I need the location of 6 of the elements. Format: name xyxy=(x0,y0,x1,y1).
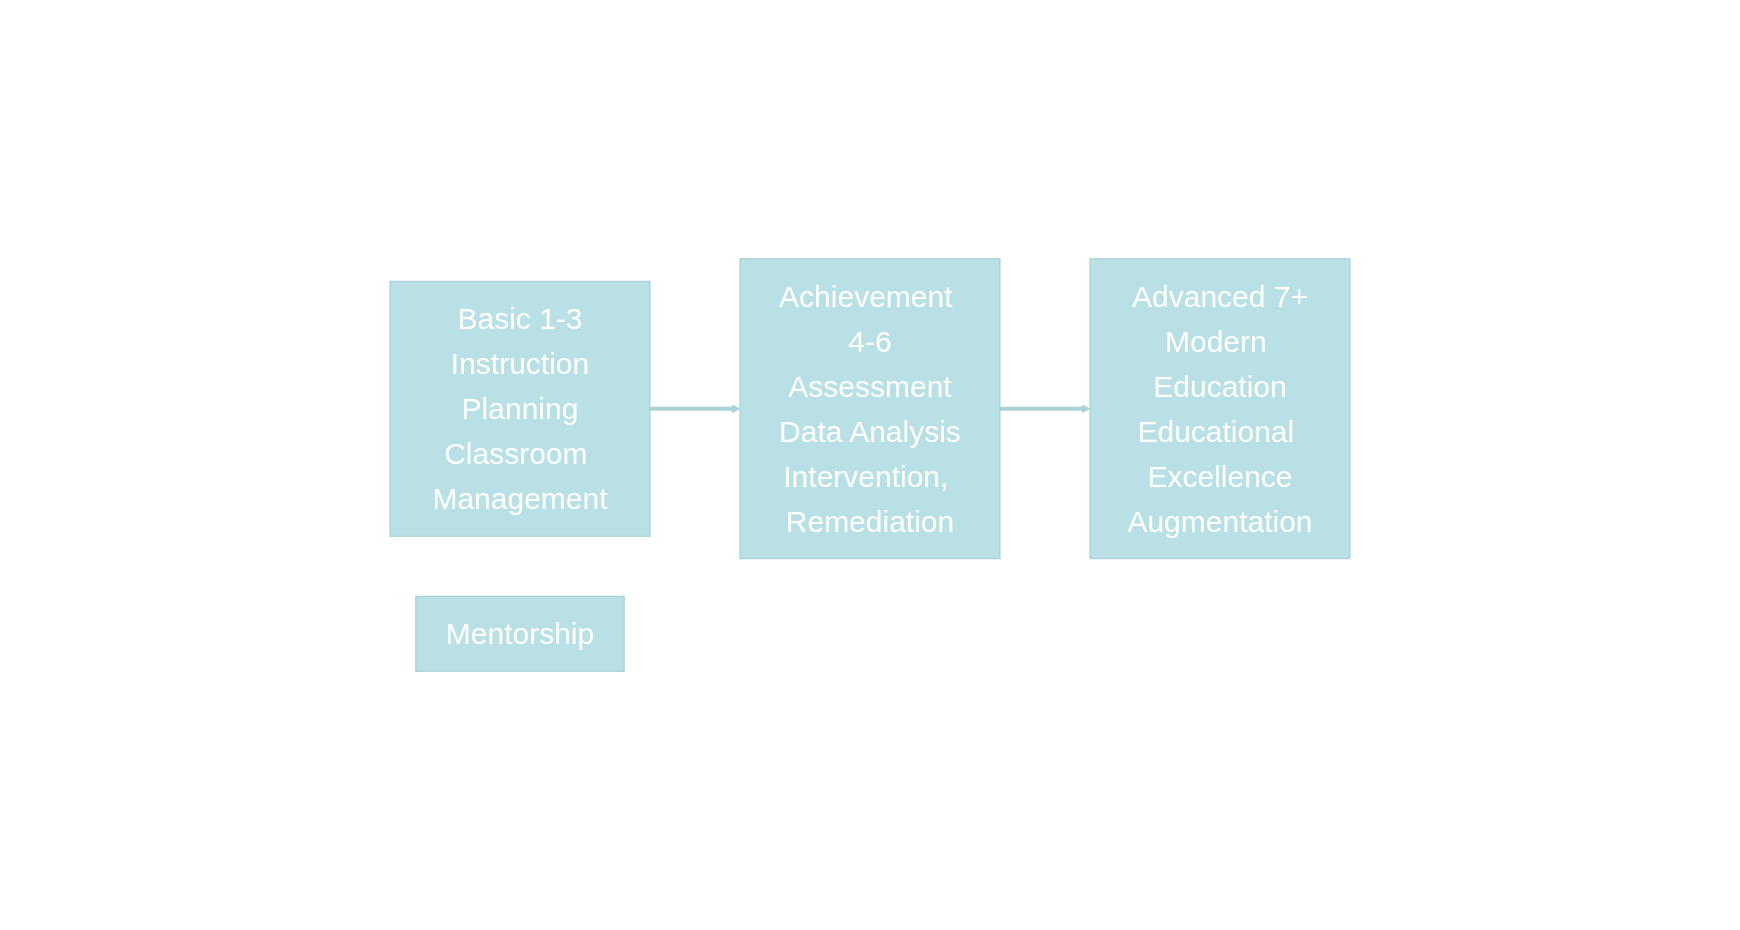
arrow xyxy=(650,404,741,414)
node-box: Basic 1-3 Instruction Planning Classroom Management xyxy=(389,280,651,537)
node-box: Mentorship xyxy=(415,595,625,672)
node-box: Achievement 4-6 Assessment Data Analysis Intervention, Remediation xyxy=(739,258,1001,560)
node-box: Advanced 7+ Modern Education Educational Excellence Augmentation xyxy=(1089,258,1351,560)
arrow xyxy=(1000,404,1091,414)
